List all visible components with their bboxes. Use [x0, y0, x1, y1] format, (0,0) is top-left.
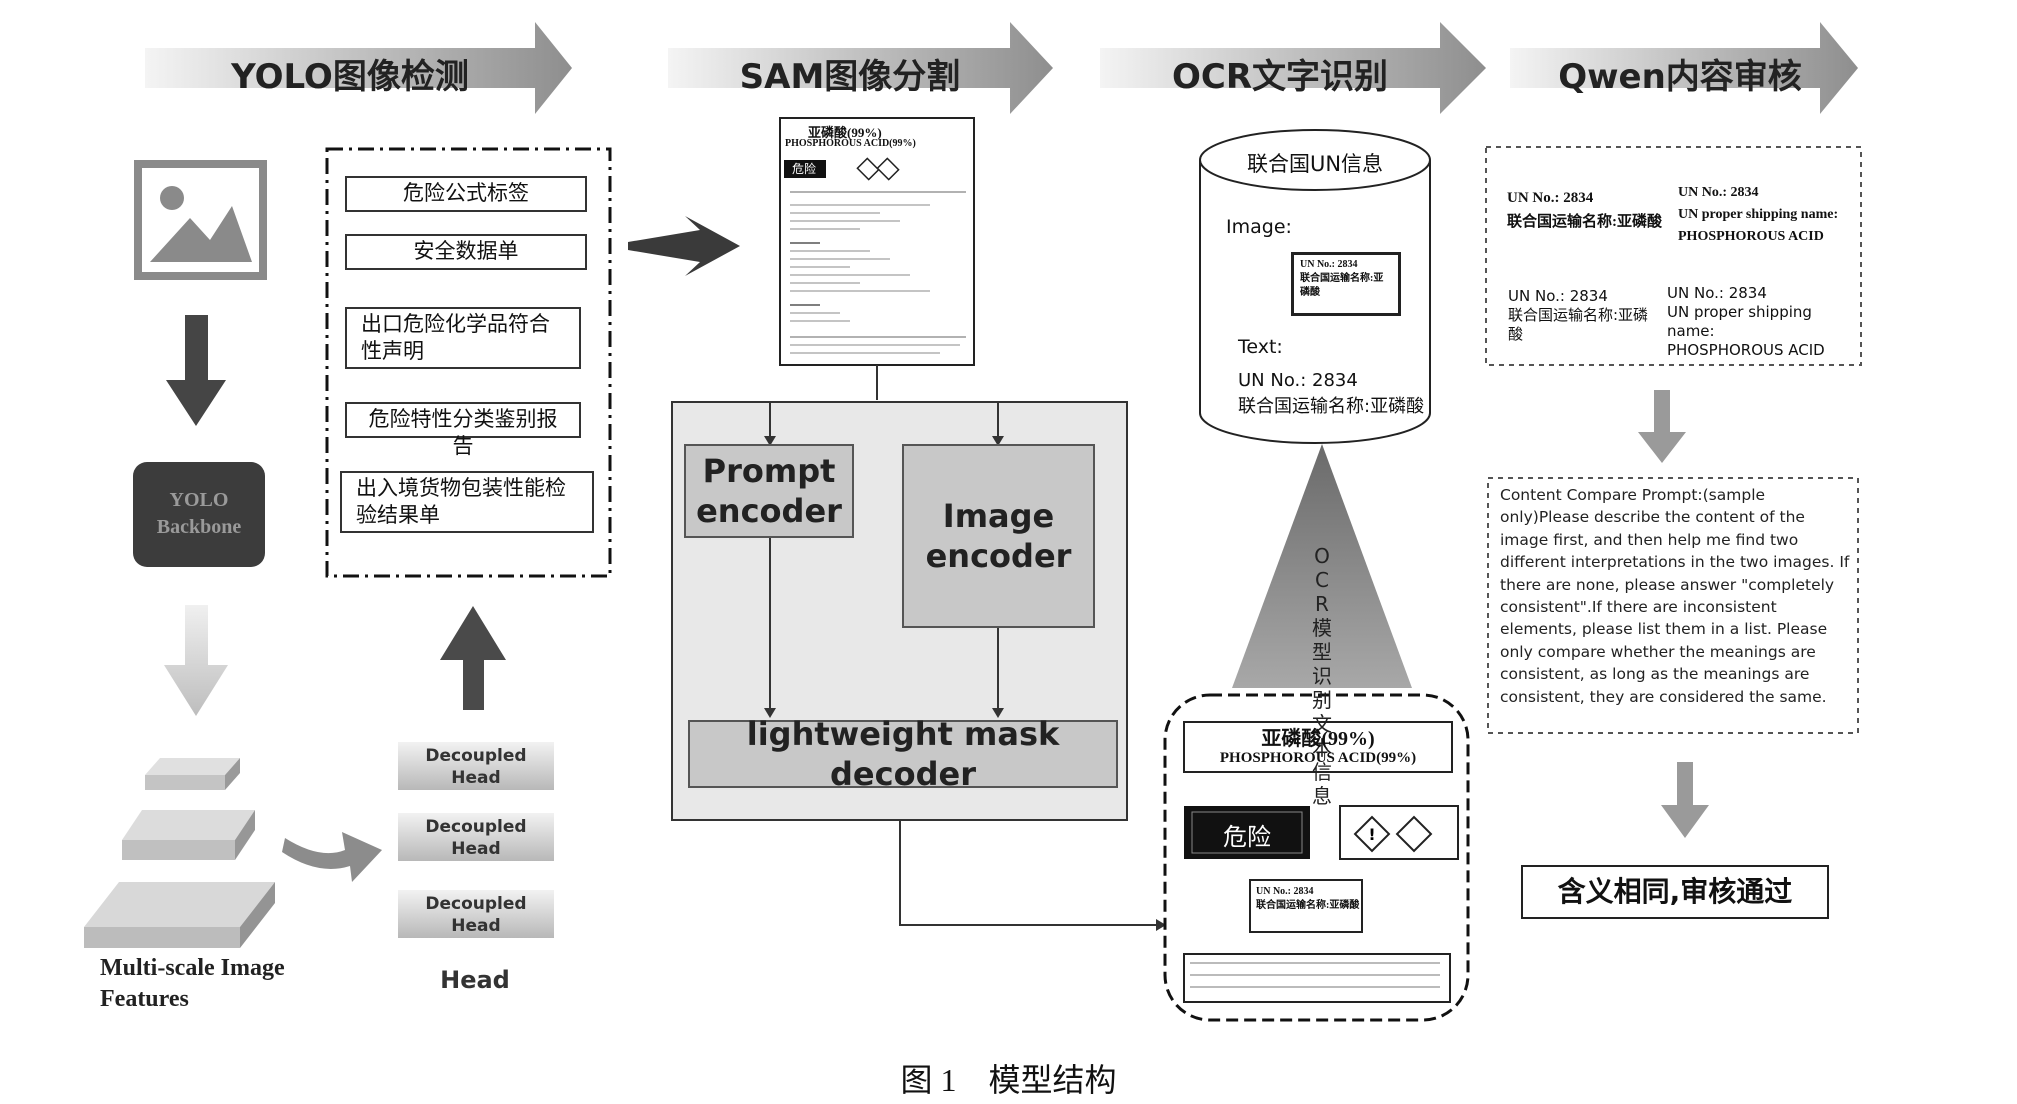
arrow-image-to-backbone: [166, 315, 226, 426]
ocr-crop-title-en: PHOSPHOROUS ACID(99%): [1219, 750, 1417, 766]
qwen-bottom-right: UN No.: 2834 UN proper shipping name: PH…: [1667, 284, 1859, 360]
qwen-top-right-value: PHOSPHOROUS ACID: [1678, 229, 1824, 244]
qwen-compare-border: [1485, 146, 1862, 366]
image-icon: [134, 160, 267, 280]
decoupled-head-3: Decoupled Head: [398, 890, 554, 938]
stage-arrow-ocr: [1100, 22, 1486, 114]
qwen-top-right: UN No.: 2834 UN proper shipping name: PH…: [1678, 182, 1858, 248]
features-label: Multi-scale Image Features: [100, 955, 285, 1012]
mask-decoder: lightweight mask decoder: [688, 715, 1118, 793]
qwen-bottom-left: UN No.: 2834 联合国运输名称:亚磷酸: [1508, 287, 1653, 344]
qwen-top-right-un: UN No.: 2834: [1678, 185, 1759, 200]
decoupled-head-1: Decoupled Head: [398, 742, 554, 790]
ocr-crop-un: UN No.: 2834: [1256, 886, 1314, 897]
qwen-result-text: 含义相同,审核通过: [1557, 875, 1793, 908]
sam-doc-title-cn: 亚磷酸(99%): [808, 125, 882, 140]
ocr-triangle-text: OCR模型识别文本信息: [1312, 544, 1332, 808]
stage-arrow-qwen: [1510, 22, 1858, 114]
qwen-bottom-left-un: UN No.: 2834: [1508, 287, 1608, 305]
svg-text:!: !: [1368, 825, 1375, 844]
arrow-features-to-head: [282, 832, 382, 882]
ocr-text-label: Text:: [1238, 336, 1283, 358]
arrow-labels-to-sam: [628, 216, 740, 276]
ocr-crop-un-label: UN No.: 2834 联合国运输名称:亚磷酸: [1256, 885, 1360, 913]
ocr-image-preview-name: 联合国运输名称:亚磷酸: [1300, 273, 1384, 298]
arrow-prompt-to-result: [1661, 762, 1709, 838]
label-group-border: [325, 147, 612, 578]
sam-document-thumbnail: [779, 117, 975, 366]
qwen-prompt-border: [1487, 477, 1859, 734]
figure-caption: 图 1 模型结构: [900, 1062, 1117, 1098]
ocr-crop-danger: 危险: [1223, 823, 1271, 851]
ocr-image-preview: UN No.: 2834 联合国运输名称:亚磷酸: [1291, 252, 1401, 316]
label-safety-data-sheet: 安全数据单: [345, 234, 587, 270]
stage-arrow-sam: [668, 22, 1053, 114]
backbone-label: YOLO Backbone: [156, 489, 242, 538]
label-export-declaration: 出口危险化学品符合性声明: [345, 307, 581, 369]
ocr-image-preview-un: UN No.: 2834: [1300, 259, 1358, 270]
stage-arrow-yolo: [145, 22, 572, 114]
prompt-encoder: Prompt encoder: [684, 444, 854, 538]
stage-title-yolo: YOLO图像检测: [231, 57, 469, 97]
ocr-crop-title-cn: 亚磷酸(99%): [1261, 728, 1375, 750]
ocr-triangle: [1232, 444, 1412, 688]
ocr-text-name: 联合国运输名称:亚磷酸: [1238, 396, 1425, 417]
stage-title-qwen: Qwen内容审核: [1558, 57, 1802, 97]
sam-doc-title-en: PHOSPHOROUS ACID(99%): [785, 138, 916, 149]
qwen-bottom-right-un: UN No.: 2834: [1667, 284, 1767, 302]
stage-title-ocr: OCR文字识别: [1171, 57, 1389, 97]
ocr-cylinder-title: 联合国UN信息: [1246, 152, 1384, 176]
backbone-box: [133, 462, 265, 567]
qwen-bottom-left-name: 联合国运输名称:亚磷酸: [1508, 306, 1649, 343]
qwen-bottom-right-value: PHOSPHOROUS ACID: [1667, 341, 1825, 359]
arrow-head-to-labels: [440, 606, 506, 710]
qwen-top-left-un: UN No.: 2834: [1507, 190, 1594, 206]
qwen-top-right-label: UN proper shipping name:: [1678, 207, 1839, 222]
qwen-top-left-name: 联合国运输名称:亚磷酸: [1507, 214, 1662, 230]
sam-doc-danger: 危险: [792, 162, 817, 176]
stage-title-sam: SAM图像分割: [739, 57, 961, 97]
label-hazard-formula: 危险公式标签: [345, 176, 587, 212]
image-encoder: Image encoder: [902, 444, 1095, 628]
qwen-bottom-right-label: UN proper shipping name:: [1667, 303, 1812, 340]
arrow-backbone-to-features: [164, 605, 228, 716]
decoupled-head-2: Decoupled Head: [398, 813, 554, 861]
qwen-prompt-text: Content Compare Prompt:(sample only)Plea…: [1500, 486, 1850, 706]
head-label: Head: [440, 966, 510, 994]
label-packaging-result: 出入境货物包装性能检验结果单: [340, 471, 594, 533]
ocr-text-un: UN No.: 2834: [1238, 370, 1358, 391]
qwen-top-left: UN No.: 2834 联合国运输名称:亚磷酸: [1507, 188, 1667, 232]
ocr-crop-border: [1163, 693, 1470, 1022]
ocr-image-label: Image:: [1226, 216, 1292, 238]
label-hazard-report: 危险特性分类鉴别报告: [345, 402, 581, 458]
result-box: [1521, 865, 1829, 919]
ocr-crop-name: 联合国运输名称:亚磷酸: [1256, 900, 1360, 911]
arrow-compare-to-prompt: [1638, 390, 1686, 463]
